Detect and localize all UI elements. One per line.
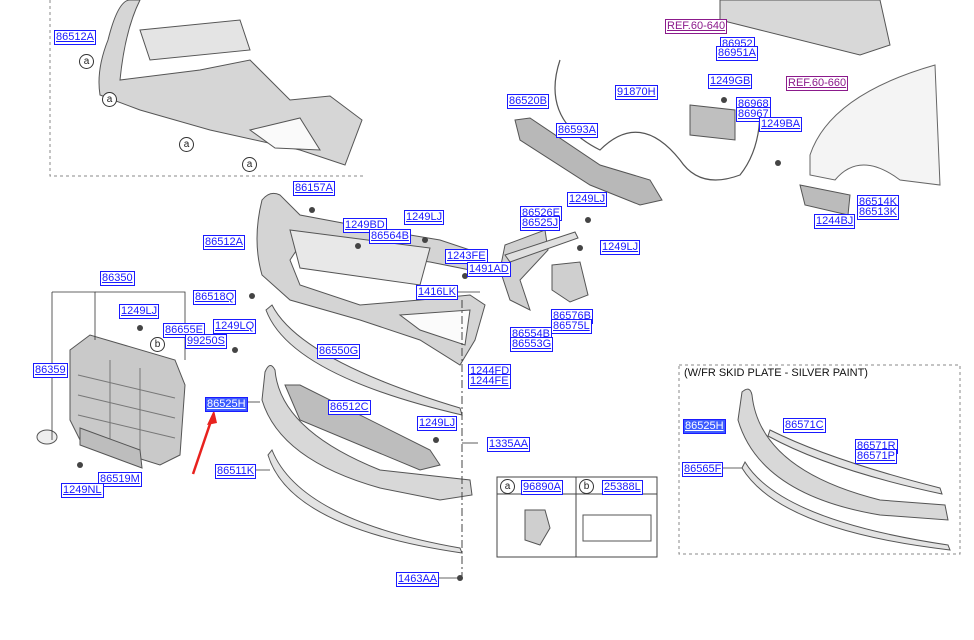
skid-plate-variant-title: (W/FR SKID PLATE - SILVER PAINT) [684,367,868,379]
part-label-86519M[interactable]: 86519M [98,472,142,487]
skid-label-86525H[interactable]: 86525H [683,419,726,434]
skid-label-86565F[interactable]: 86565F [682,462,724,477]
part-label-86518Q[interactable]: 86518Q [193,290,237,305]
part-label-25388L[interactable]: 25388L [602,480,643,495]
sensor-bracket [689,104,736,141]
skid-plate [261,365,473,501]
part-label-86350[interactable]: 86350 [100,271,135,286]
warning-label [582,514,652,542]
part-label-86525H-highlighted[interactable]: 86525H [205,397,248,412]
part-label-1249NL[interactable]: 1249NL [61,483,104,498]
callout-a-3: a [179,137,194,152]
side-strip [504,231,579,263]
part-label-86513K[interactable]: 86513K [857,205,899,220]
part-label-1249LQ[interactable]: 1249LQ [213,319,257,334]
energy-absorber [514,117,663,206]
part-label-86553G[interactable]: 86553G [510,337,554,352]
part-label-1243FE[interactable]: 1243FE [445,249,488,264]
part-label-86512A-top[interactable]: 86512A [54,30,96,45]
part-label-96890A[interactable]: 96890A [521,480,563,495]
callout-b-1: b [150,337,165,352]
part-label-1249LJ-e[interactable]: 1249LJ [417,416,458,431]
part-label-86512A[interactable]: 86512A [203,235,245,250]
callout-a-box: a [500,479,515,494]
part-label-1491AD[interactable]: 1491AD [467,262,511,277]
part-label-86520B[interactable]: 86520B [507,94,549,109]
skid-variant-box [678,364,961,555]
part-label-1249BA[interactable]: 1249BA [759,117,803,132]
part-label-1463AA[interactable]: 1463AA [396,572,440,587]
part-label-86593A[interactable]: 86593A [556,123,598,138]
part-label-1416LK[interactable]: 1416LK [416,285,458,300]
part-label-86157A[interactable]: 86157A [293,181,335,196]
side-cover [551,261,589,303]
part-label-1249GB[interactable]: 1249GB [708,74,753,89]
skid-variant-plate [737,388,949,521]
part-label-91870H[interactable]: 91870H [615,85,658,100]
skid-variant-lip [741,460,951,551]
fender [809,64,941,186]
part-label-1249LJ-a[interactable]: 1249LJ [404,210,445,225]
red-pointer-arrow [191,410,217,475]
part-label-1249LJ-d[interactable]: 1249LJ [119,304,160,319]
part-label-99250S[interactable]: 99250S [185,334,227,349]
part-label-86564B[interactable]: 86564B [369,229,411,244]
callout-a-2: a [102,92,117,107]
ref-label-60-660[interactable]: REF.60-660 [786,76,849,91]
lower-grille [284,384,441,471]
part-label-1244FE[interactable]: 1244FE [468,374,511,389]
part-label-86951A[interactable]: 86951A [716,46,758,61]
part-label-86512C[interactable]: 86512C [328,400,371,415]
fasteners [77,97,781,581]
ref-label-60-640[interactable]: REF.60-640 [665,19,728,34]
top-bumper-cover [98,0,363,166]
skid-variant-strip [767,429,943,495]
part-label-1249LJ-c[interactable]: 1249LJ [600,240,641,255]
part-label-86575L[interactable]: 86575L [551,319,592,334]
part-label-86359[interactable]: 86359 [33,363,68,378]
skid-label-86571P[interactable]: 86571P [855,449,897,464]
part-label-1244BJ[interactable]: 1244BJ [814,214,856,229]
grille-lower-trim [79,427,143,469]
part-label-1249LJ-b[interactable]: 1249LJ [567,192,608,207]
emblem [36,429,58,445]
part-label-86525J[interactable]: 86525J [520,216,561,231]
fender-bracket [799,184,851,216]
callout-a-4: a [242,157,257,172]
part-label-86550G[interactable]: 86550G [317,344,361,359]
part-label-1335AA[interactable]: 1335AA [487,437,531,452]
skid-label-86571C[interactable]: 86571C [783,418,826,433]
top-detail-box [49,0,365,177]
part-label-86511K[interactable]: 86511K [215,464,257,479]
callout-b-box: b [579,479,594,494]
callout-a-1: a [79,54,94,69]
radiator-grille [69,334,186,466]
clip-part [524,509,551,546]
